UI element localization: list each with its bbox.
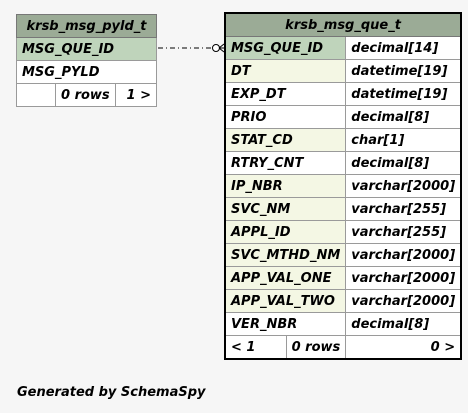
column-name[interactable]: APP_VAL_TWO [224,289,347,313]
column-type: varchar[2000] [345,266,462,290]
column-type: datetime[19] [345,59,462,83]
table-title[interactable]: krsb_msg_que_t [224,12,462,37]
column-msg-pyld[interactable]: MSG_PYLD [16,60,157,84]
crowfoot-lower [218,47,225,53]
child-count[interactable]: 1 > [114,83,158,107]
row-count: 0 rows [55,83,116,107]
column-type: char[1] [345,128,462,152]
column-type: varchar[2000] [345,289,462,313]
column-type: decimal[8] [345,312,462,336]
column-type: varchar[2000] [345,243,462,267]
column-name[interactable]: EXP_DT [224,82,347,106]
column-msg-que-id[interactable]: MSG_QUE_ID [16,37,157,61]
table-krsb-msg-pyld-t[interactable]: krsb_msg_pyld_t MSG_QUE_ID MSG_PYLD 0 ro… [16,14,158,107]
column-type: decimal[8] [345,151,462,175]
column-name[interactable]: VER_NBR [224,312,347,336]
column-type: decimal[14] [345,36,462,60]
column-name[interactable]: DT [224,59,347,83]
parent-count[interactable]: < 1 [224,335,287,360]
column-name[interactable]: RTRY_CNT [224,151,347,175]
generated-by-footer: Generated by SchemaSpy [17,385,206,400]
row-count: 0 rows [285,335,347,360]
column-name[interactable]: MSG_QUE_ID [224,36,347,60]
parent-count [16,83,56,107]
column-type: datetime[19] [345,82,462,106]
optional-circle-icon [212,44,220,52]
column-type: varchar[255] [345,220,462,244]
column-name[interactable]: SVC_NM [224,197,347,221]
table-title[interactable]: krsb_msg_pyld_t [16,14,157,38]
column-name[interactable]: APP_VAL_ONE [224,266,347,290]
column-type: varchar[2000] [345,174,462,198]
column-name[interactable]: PRIO [224,105,347,129]
child-count: 0 > [345,335,462,360]
column-name[interactable]: APPL_ID [224,220,347,244]
column-name[interactable]: SVC_MTHD_NM [224,243,347,267]
column-type: varchar[255] [345,197,462,221]
column-type: decimal[8] [345,105,462,129]
column-name[interactable]: IP_NBR [224,174,347,198]
crowfoot-upper [218,43,225,49]
column-name[interactable]: STAT_CD [224,128,347,152]
